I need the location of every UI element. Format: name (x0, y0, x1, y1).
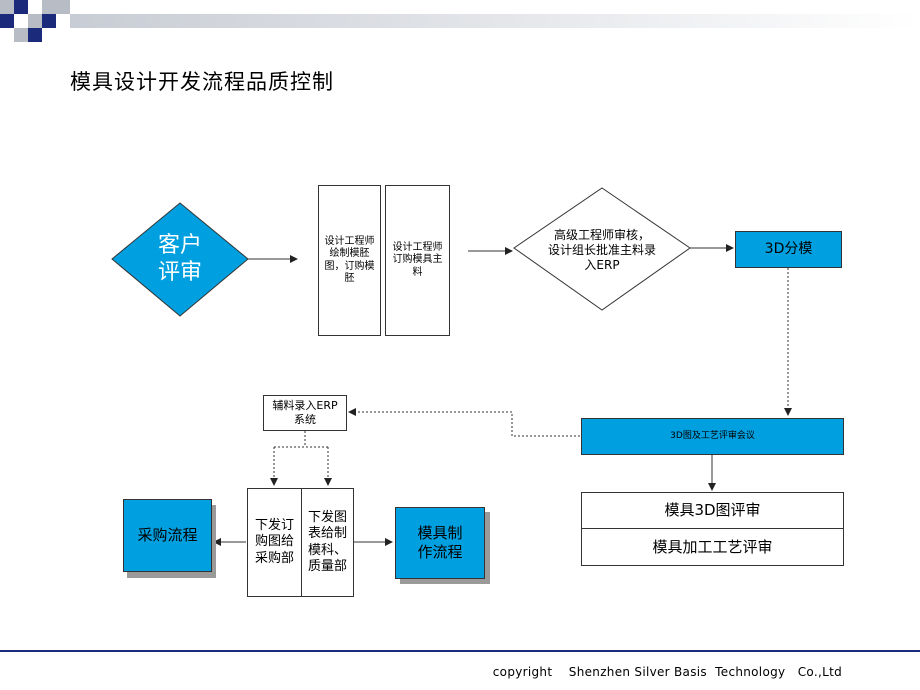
process-review-cell: 模具加工工艺评审 (581, 528, 844, 566)
mold-flow-box: 模具制 作流程 (395, 507, 485, 579)
decor-gradient-band (70, 14, 920, 28)
decor-square-6 (14, 28, 28, 42)
mold-3d-review-cell: 模具3D图评审 (581, 492, 844, 529)
aux-material-box: 辅料录入ERP 系统 (263, 395, 347, 431)
decor-square-5 (28, 14, 42, 28)
decor-square-7 (42, 14, 56, 28)
decor-square-8 (28, 28, 42, 42)
purchase-flow-box: 采购流程 (123, 499, 212, 572)
page-title: 模具设计开发流程品质控制 (70, 70, 334, 94)
customer-review-label: 客户 评审 (157, 232, 202, 286)
footer-divider (0, 650, 920, 652)
designer-draw-box: 设计工程师绘制模胚图，订购模胚 (318, 185, 381, 336)
decor-square-2 (14, 0, 28, 14)
decor-square-3 (42, 0, 56, 14)
senior-review-label: 高级工程师审核， 设计组长批准主料录 入ERP (547, 227, 656, 272)
designer-order-box: 设计工程师订购模具主料 (385, 185, 450, 336)
split-3d-box: 3D分模 (735, 231, 842, 268)
decor-square-1 (0, 0, 14, 14)
issue-drawing-box: 下发图 表给制 模科、 质量部 (301, 488, 354, 597)
issue-purchase-box: 下发订 购图给 采购部 (247, 488, 302, 597)
senior-review-diamond (513, 187, 691, 311)
arrow-meeting-to-aux (348, 408, 580, 437)
customer-review-diamond (111, 202, 249, 317)
review-meeting-box: 3D图及工艺评审会议 (581, 418, 844, 455)
decor-square-4 (0, 14, 14, 28)
decor-square-9 (56, 0, 70, 14)
footer-copyright: copyright Shenzhen Silver Basis Technolo… (492, 665, 842, 679)
